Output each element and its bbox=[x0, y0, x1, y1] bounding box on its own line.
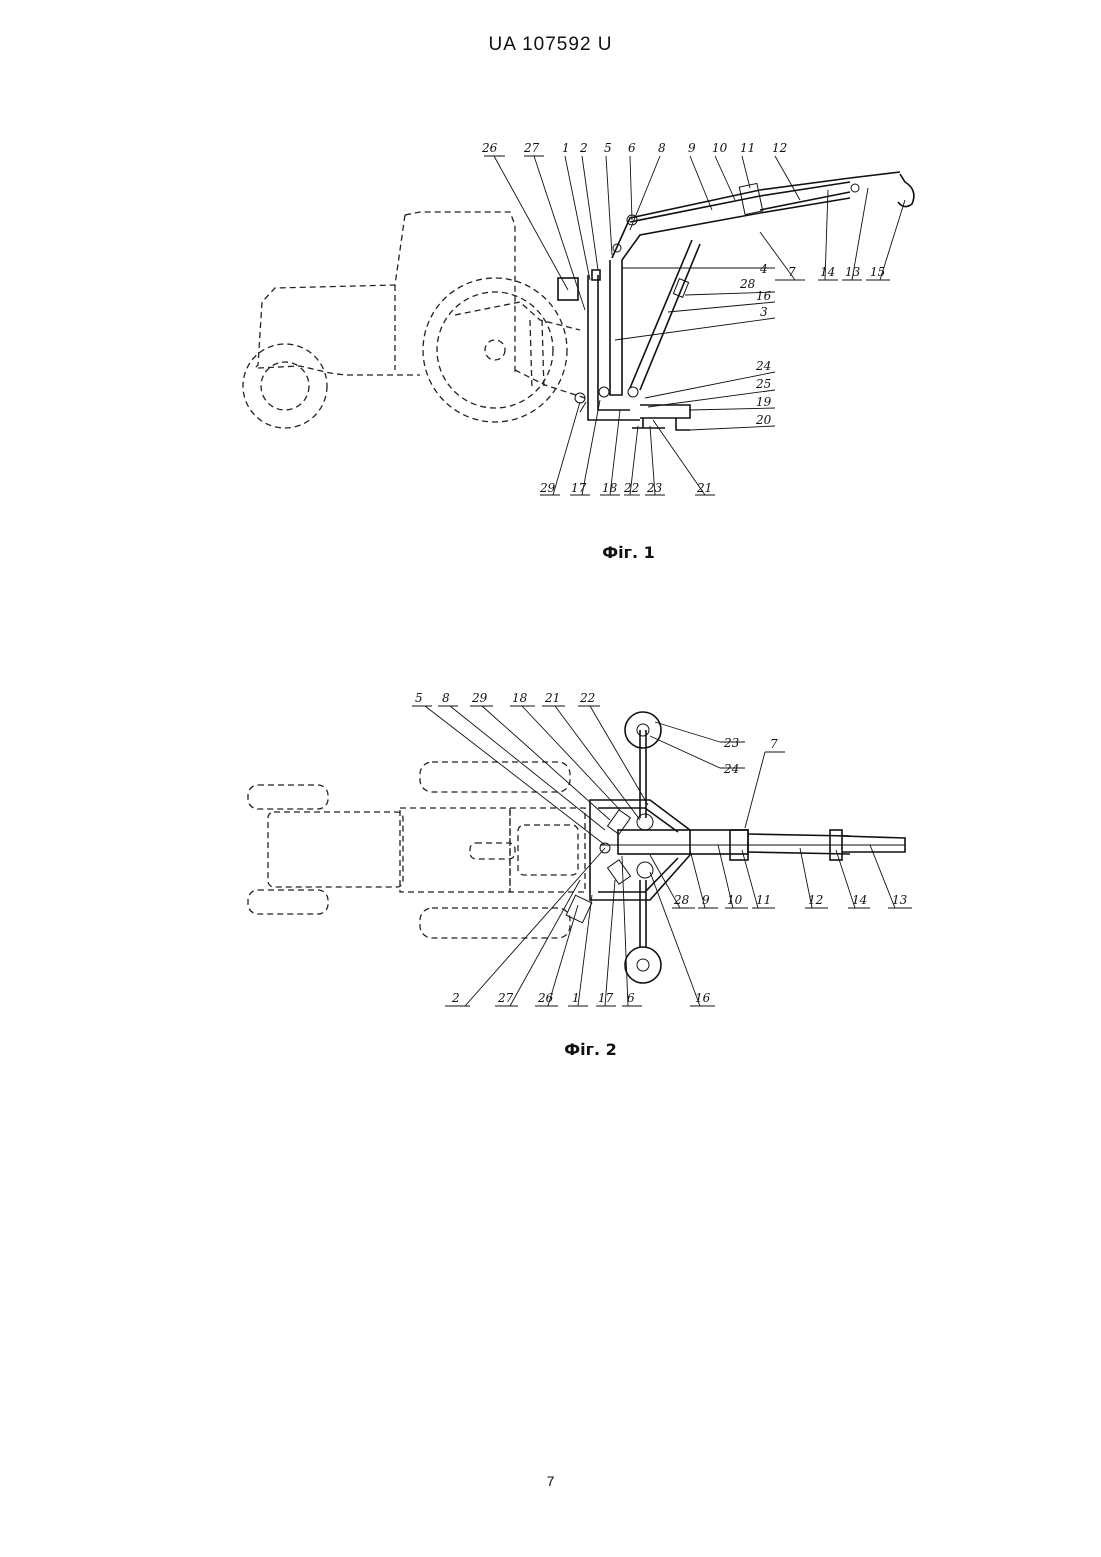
fig1-label-8: 8 bbox=[658, 141, 666, 155]
fig1-label-28: 28 bbox=[739, 277, 756, 291]
fig2-label-2: 2 bbox=[451, 991, 460, 1005]
fig2-label-17: 17 bbox=[598, 991, 614, 1005]
fig1-label-12: 12 bbox=[772, 141, 787, 155]
fig1-label-27: 27 bbox=[523, 141, 540, 155]
fig2-label-14: 14 bbox=[852, 893, 867, 907]
figure-2-drawing: 5 8 29 18 21 22 23 24 7 28 9 10 11 12 14… bbox=[0, 680, 1101, 1020]
fig1-label-5: 5 bbox=[604, 141, 612, 155]
fig1-label-6: 6 bbox=[628, 141, 636, 155]
fig2-label-7: 7 bbox=[770, 737, 778, 751]
page-number: 7 bbox=[0, 1473, 1101, 1489]
fig1-label-3: 3 bbox=[760, 305, 768, 319]
fig1-label-18: 18 bbox=[602, 481, 618, 495]
fig1-label-14: 14 bbox=[820, 265, 835, 279]
fig1-label-7: 7 bbox=[788, 265, 796, 279]
fig1-label-9: 9 bbox=[688, 141, 696, 155]
figure-2-labels: 5 8 29 18 21 22 23 24 7 28 9 10 11 12 14… bbox=[415, 691, 908, 1005]
fig2-label-6: 6 bbox=[627, 991, 635, 1005]
fig2-label-8: 8 bbox=[442, 691, 450, 705]
fig1-label-10: 10 bbox=[712, 141, 728, 155]
fig1-label-1: 1 bbox=[562, 141, 570, 155]
fig1-label-2: 2 bbox=[579, 141, 588, 155]
patent-number-header: UA 107592 U bbox=[0, 34, 1101, 56]
fig2-label-13: 13 bbox=[892, 893, 908, 907]
crane-column bbox=[588, 260, 640, 420]
fig2-label-24: 24 bbox=[723, 762, 739, 776]
fig1-label-13: 13 bbox=[845, 265, 861, 279]
fig2-label-21: 21 bbox=[544, 691, 560, 705]
fig2-label-1: 1 bbox=[572, 991, 580, 1005]
fig1-label-16: 16 bbox=[756, 289, 772, 303]
fig2-label-22: 22 bbox=[579, 691, 595, 705]
fig1-label-11: 11 bbox=[740, 141, 755, 155]
figure-2-caption: Фіг. 2 bbox=[40, 1040, 1101, 1059]
fig2-label-11: 11 bbox=[756, 893, 771, 907]
figure-2-top-view: 5 8 29 18 21 22 23 24 7 28 9 10 11 12 14… bbox=[0, 680, 1101, 1020]
fig2-label-26: 26 bbox=[537, 991, 554, 1005]
outrigger-pads-top bbox=[566, 712, 661, 983]
fig1-label-23: 23 bbox=[646, 481, 663, 495]
fig1-label-19: 19 bbox=[756, 395, 772, 409]
fig2-label-18: 18 bbox=[512, 691, 528, 705]
fig2-label-23: 23 bbox=[723, 736, 740, 750]
fig2-label-9: 9 bbox=[702, 893, 710, 907]
crane-boom bbox=[612, 172, 900, 260]
figure-1-labels: 26 27 1 2 5 6 8 9 10 11 12 4 7 14 13 15 … bbox=[481, 141, 885, 495]
fig1-label-4: 4 bbox=[759, 262, 768, 276]
fig2-label-27: 27 bbox=[497, 991, 514, 1005]
figure-1-caption: Фіг. 1 bbox=[78, 543, 1101, 562]
fig1-label-24: 24 bbox=[755, 359, 771, 373]
figure-2-leader-lines bbox=[412, 706, 912, 1006]
boom-cylinder bbox=[630, 240, 700, 390]
tractor-outline-top bbox=[248, 762, 585, 938]
fig1-label-20: 20 bbox=[755, 413, 772, 427]
hydraulic-distributor bbox=[558, 278, 578, 300]
fig1-label-25: 25 bbox=[755, 377, 771, 391]
fig1-label-17: 17 bbox=[571, 481, 587, 495]
fig2-label-10: 10 bbox=[727, 893, 743, 907]
fig1-label-26: 26 bbox=[481, 141, 498, 155]
fig1-label-21: 21 bbox=[696, 481, 712, 495]
fig2-label-5: 5 bbox=[415, 691, 423, 705]
fig1-label-22: 22 bbox=[623, 481, 639, 495]
fig2-label-16: 16 bbox=[695, 991, 711, 1005]
figure-1-side-view: 26 27 1 2 5 6 8 9 10 11 12 4 7 14 13 15 … bbox=[0, 130, 1101, 520]
outrigger-support bbox=[575, 393, 690, 430]
crane-hook bbox=[898, 174, 914, 207]
figure-1-drawing: 26 27 1 2 5 6 8 9 10 11 12 4 7 14 13 15 … bbox=[0, 130, 1101, 520]
crane-frame-top bbox=[590, 800, 905, 900]
fig1-label-29: 29 bbox=[539, 481, 556, 495]
fig2-label-12: 12 bbox=[808, 893, 823, 907]
fig2-label-28: 28 bbox=[673, 893, 690, 907]
figure-1-leader-lines bbox=[484, 156, 905, 495]
fig1-label-15: 15 bbox=[870, 265, 885, 279]
tractor-outline bbox=[243, 212, 585, 428]
fig2-label-29: 29 bbox=[471, 691, 488, 705]
